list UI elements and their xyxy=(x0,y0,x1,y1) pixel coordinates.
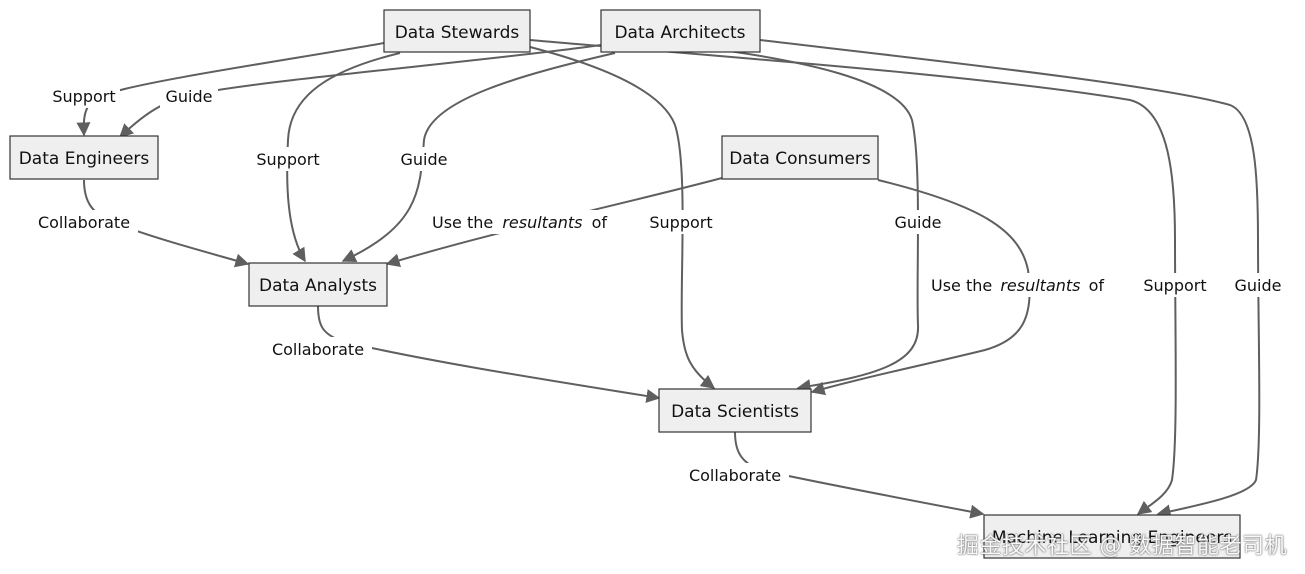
node-label: Data Engineers xyxy=(19,149,150,169)
label-support-ml: Support xyxy=(1137,273,1213,297)
svg-text:Support: Support xyxy=(649,213,712,232)
label-support-scientists: Support xyxy=(643,210,719,234)
label-guide-ml: Guide xyxy=(1228,273,1288,297)
node-label: Data Analysts xyxy=(259,276,377,296)
node-label: Data Architects xyxy=(614,23,745,43)
edge-architects-analysts xyxy=(341,52,616,262)
label-collaborate-scientists-ml: Collaborate xyxy=(681,463,789,487)
node-label: Data Consumers xyxy=(729,149,871,169)
node-data-scientists: Data Scientists xyxy=(658,388,812,433)
svg-text:Support: Support xyxy=(1143,276,1206,295)
svg-text:Use the resultants: Use the resultants of xyxy=(931,276,1104,295)
edge-stewards-scientists xyxy=(529,46,716,389)
edge-consumers-scientists xyxy=(810,179,1031,396)
node-data-consumers: Data Consumers xyxy=(721,135,879,180)
label-guide-engineers: Guide xyxy=(160,84,218,108)
svg-text:Collaborate: Collaborate xyxy=(38,213,130,232)
svg-text:Guide: Guide xyxy=(1235,276,1282,295)
edge-scientists-ml xyxy=(734,431,985,519)
svg-text:Support: Support xyxy=(52,87,115,106)
edge-stewards-analysts xyxy=(286,52,401,263)
svg-text:Use the resultants: Use the resultants of xyxy=(432,213,607,232)
node-data-engineers: Data Engineers xyxy=(9,135,159,180)
nodes: Data Stewards Data Architects Data Engin… xyxy=(9,9,1241,559)
svg-text:Support: Support xyxy=(256,150,319,169)
label-support-engineers: Support xyxy=(48,84,120,108)
edge-labels: Support Guide Support Guide Collaborate … xyxy=(30,84,1288,487)
node-data-stewards: Data Stewards xyxy=(383,9,531,53)
svg-text:Guide: Guide xyxy=(166,87,213,106)
node-data-architects: Data Architects xyxy=(600,9,761,53)
label-collaborate-analysts-scientists: Collaborate xyxy=(264,337,372,361)
label-guide-analysts: Guide xyxy=(394,147,454,171)
node-label: Data Stewards xyxy=(395,23,520,43)
label-guide-scientists: Guide xyxy=(888,210,948,234)
label-use-resultants-scientists: Use the resultants of xyxy=(927,273,1111,297)
edge-architects-engineers xyxy=(118,44,602,138)
watermark: 掘金技术社区 @ 数据智能老司机 xyxy=(957,534,1287,559)
edge-stewards-ml xyxy=(529,39,1177,515)
edge-analysts-scientists xyxy=(317,305,661,403)
edge-stewards-engineers xyxy=(76,42,385,137)
label-collaborate-engineers-analysts: Collaborate xyxy=(30,210,138,234)
label-use-resultants-analysts: Use the resultants of xyxy=(428,210,622,234)
svg-text:Collaborate: Collaborate xyxy=(272,340,364,359)
edge-architects-ml xyxy=(759,39,1261,519)
node-label: Data Scientists xyxy=(671,402,799,422)
node-data-analysts: Data Analysts xyxy=(248,262,388,307)
svg-text:Collaborate: Collaborate xyxy=(689,466,781,485)
label-support-analysts: Support xyxy=(250,147,326,171)
node-label: Machine Learning Engineers xyxy=(992,528,1232,548)
edge-architects-scientists xyxy=(699,46,920,393)
svg-text:Guide: Guide xyxy=(895,213,942,232)
node-ml-engineers: Machine Learning Engineers xyxy=(983,514,1241,559)
svg-text:Guide: Guide xyxy=(401,150,448,169)
